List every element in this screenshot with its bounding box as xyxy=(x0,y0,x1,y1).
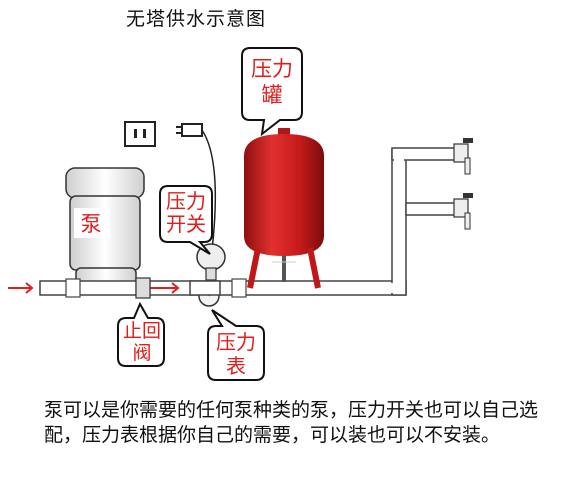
check-valve xyxy=(135,277,151,299)
callout-check-valve xyxy=(117,301,165,367)
callout-pressure-tank xyxy=(241,47,303,137)
label-pump: 泵 xyxy=(80,212,102,236)
faucet-top xyxy=(453,138,473,175)
inflow-arrow xyxy=(8,282,34,294)
pressure-gauge xyxy=(189,280,221,307)
label-pressure-tank: 压力罐 xyxy=(251,57,293,107)
faucet-bottom xyxy=(453,193,473,230)
footnote-text: 泵可以是你需要的任何泵种类的泵，压力开关也可以自己选配，压力表根据你自己的需要，… xyxy=(44,399,539,446)
pressure-tank xyxy=(244,128,324,289)
label-check-valve: 止回阀 xyxy=(122,320,161,364)
power-plug xyxy=(176,123,217,251)
callout-pressure-gauge xyxy=(207,309,265,381)
label-pressure-gauge: 压力表 xyxy=(216,330,256,378)
diagram-title: 无塔供水示意图 xyxy=(126,8,267,30)
flow-arrow xyxy=(150,282,180,294)
callout-pressure-switch xyxy=(159,185,213,255)
label-pressure-switch: 压力开关 xyxy=(166,189,206,236)
power-socket xyxy=(124,121,156,147)
callout-pump xyxy=(74,208,110,238)
